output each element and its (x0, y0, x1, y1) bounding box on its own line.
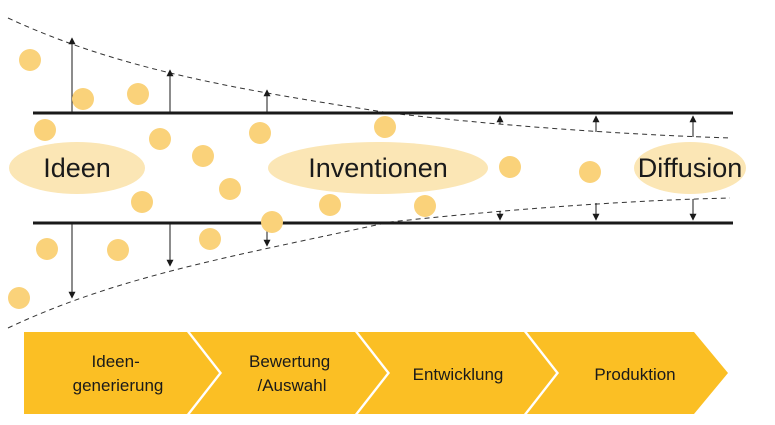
funnel-lower-dashed-curve (7, 197, 731, 329)
stage-arrow-produktion (527, 332, 728, 414)
stage-arrow-bewertung (190, 332, 387, 414)
idea-dot (107, 239, 129, 261)
stage-label-entwicklung: Entwicklung (413, 365, 504, 384)
stage-arrow-ideengenerierung (24, 332, 219, 414)
stage-arrow-entwicklung (358, 332, 556, 414)
idea-dot (319, 194, 341, 216)
idea-dot (149, 128, 171, 150)
idea-dot (192, 145, 214, 167)
idea-dot (249, 122, 271, 144)
idea-dot (499, 156, 521, 178)
stage-label-ideengenerierung: Ideen- generierung (73, 352, 164, 395)
idea-dot (579, 161, 601, 183)
funnel-upper-dashed-curve (7, 17, 731, 139)
idea-dots (8, 49, 601, 309)
idea-dot (414, 195, 436, 217)
idea-dot (34, 119, 56, 141)
ellipse-inventionen (268, 142, 488, 194)
stage-2-line-1: Bewertung (249, 352, 330, 371)
idea-dot (36, 238, 58, 260)
idea-dot (127, 83, 149, 105)
label-ideen: Ideen (43, 153, 111, 183)
label-inventionen: Inventionen (308, 153, 448, 183)
stage-label-bewertung: Bewertung /Auswahl (249, 352, 335, 395)
idea-dot (19, 49, 41, 71)
idea-dot (8, 287, 30, 309)
stage-1-line-2: generierung (73, 376, 164, 395)
idea-dot (374, 116, 396, 138)
ellipse-ideen (9, 142, 145, 194)
idea-dot (199, 228, 221, 250)
label-diffusion: Diffusion (638, 153, 743, 183)
ellipse-diffusion (634, 142, 746, 194)
process-stages: Ideen- generierung Bewertung /Auswahl En… (24, 332, 728, 414)
idea-dot (131, 191, 153, 213)
idea-dot (219, 178, 241, 200)
stage-1-line-1: Ideen- (92, 352, 140, 371)
stage-2-line-2: /Auswahl (258, 376, 327, 395)
stage-label-produktion: Produktion (594, 365, 675, 384)
idea-dot (72, 88, 94, 110)
idea-dot (261, 211, 283, 233)
